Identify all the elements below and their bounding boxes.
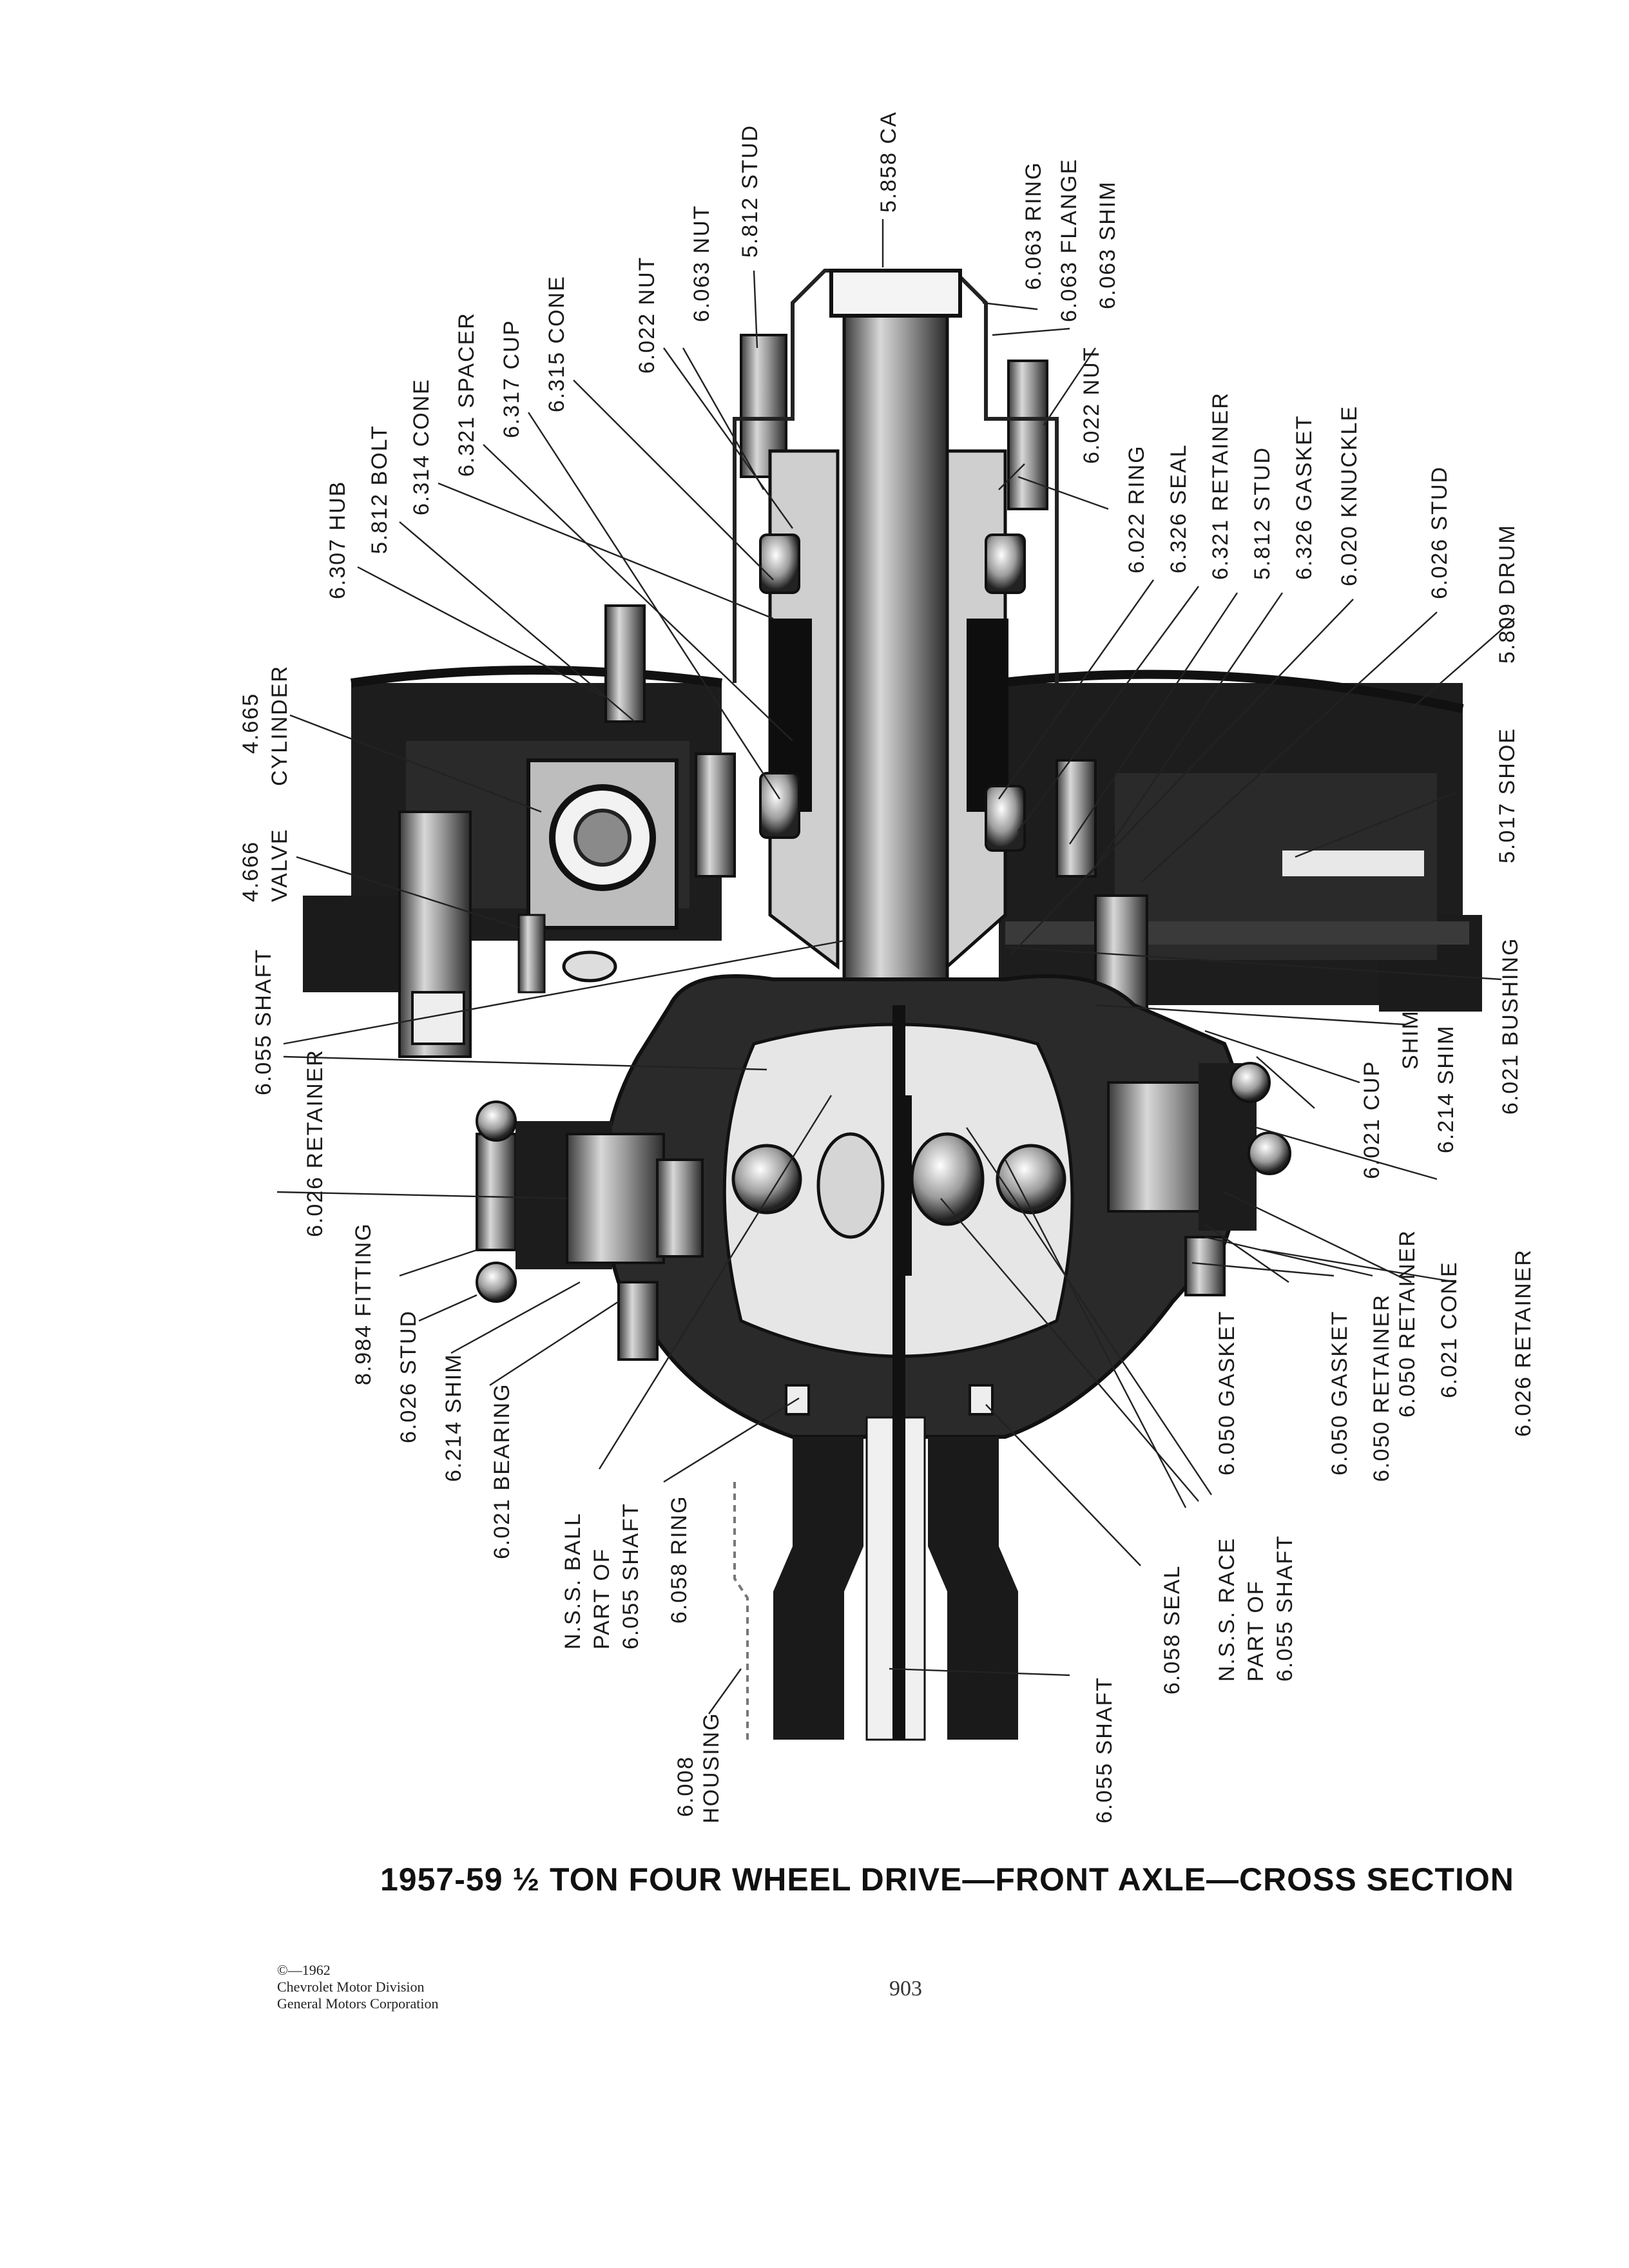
label-seal-6326: 6.326 SEAL	[1166, 444, 1191, 573]
label-cylinder-num: 4.665	[238, 693, 263, 754]
label-retainer-6026-right: 6.026 RETAINER	[1511, 1249, 1536, 1437]
label-housing-num: 6.008	[673, 1756, 698, 1817]
label-shim-6214-left: 6.214 SHIM	[441, 1353, 466, 1482]
label-cup-6021: 6.021 CUP	[1360, 1061, 1384, 1179]
label-gasket-6050-a: 6.050 GASKET	[1215, 1311, 1239, 1475]
label-valve-name: VALVE	[267, 828, 292, 902]
label-shoe: 5.017 SHOE	[1495, 727, 1519, 863]
leader-lines	[276, 219, 1515, 1715]
label-fitting: 8.984 FITTING	[351, 1222, 376, 1385]
label-cone-6314: 6.314 CONE	[409, 378, 434, 515]
copyright-block: ©—1962 Chevrolet Motor Division General …	[277, 1962, 439, 2012]
label-ring-6058: 6.058 RING	[667, 1495, 691, 1624]
label-cone-6315: 6.315 CONE	[545, 275, 569, 412]
label-bushing: 6.021 BUSHING	[1498, 937, 1523, 1115]
label-valve-num: 4.666	[238, 841, 263, 902]
brake-shoe-lining	[1282, 850, 1424, 876]
label-cup-6317: 6.317 CUP	[499, 320, 524, 438]
label-shim-right: SHIM	[1398, 1010, 1423, 1070]
copyright-line-1: ©—1962	[277, 1962, 331, 1978]
label-nut-6063: 6.063 NUT	[689, 205, 714, 322]
pivot-bearings	[476, 1062, 1291, 1361]
label-nut-6022-right: 6.022 NUT	[1079, 347, 1104, 464]
wheel-cylinder	[526, 758, 679, 983]
label-shaft-6055-left: 6.055 SHAFT	[251, 948, 276, 1095]
label-retainer-6026-left: 6.026 RETAINER	[303, 1049, 327, 1237]
label-retainer-6050-b: 6.050 RETAINER	[1369, 1294, 1394, 1482]
label-flange: 6.063 FLANGE	[1057, 158, 1081, 322]
label-ball-line1: N.S.S. BALL	[561, 1512, 585, 1649]
page-number: 903	[889, 1977, 922, 2001]
label-shim-6214-right: 6.214 SHIM	[1434, 1024, 1458, 1153]
label-nut-6022-left: 6.022 NUT	[635, 256, 659, 374]
label-retainer-6321: 6.321 RETAINER	[1208, 392, 1233, 580]
label-ring-6063: 6.063 RING	[1021, 161, 1046, 290]
label-retainer-6050-a: 6.050 RETAINER	[1395, 1229, 1420, 1418]
label-race-line1: N.S.S. RACE	[1215, 1537, 1239, 1682]
label-shim-6063: 6.063 SHIM	[1095, 180, 1120, 309]
label-shaft-6055-bottom: 6.055 SHAFT	[1092, 1677, 1117, 1823]
label-gasket-6050-b: 6.050 GASKET	[1327, 1311, 1352, 1475]
label-cap: 5.858 CA	[876, 111, 901, 213]
label-stud-6026-right: 6.026 STUD	[1427, 466, 1452, 599]
page-title: 1957-59 ½ TON FOUR WHEEL DRIVE—FRONT AXL…	[380, 1861, 1514, 1898]
callout-labels: 6.307 HUB 5.812 BOLT 6.314 CONE 6.321 SP…	[238, 111, 1536, 1823]
label-hub: 6.307 HUB	[325, 481, 350, 599]
label-spacer: 6.321 SPACER	[454, 312, 479, 477]
label-housing-name: HOUSING	[699, 1712, 724, 1823]
label-stud-5812-right: 5.812 STUD	[1250, 447, 1275, 580]
axle-shaft-lower	[773, 1005, 1018, 1741]
label-ring-6022: 6.022 RING	[1124, 445, 1149, 573]
label-cone-6021: 6.021 CONE	[1437, 1261, 1461, 1398]
axle-assembly-drawing	[303, 269, 1482, 1741]
housing-outline	[733, 1482, 749, 1740]
label-bearing: 6.021 BEARING	[490, 1383, 514, 1559]
hub-studs	[604, 334, 1148, 1039]
label-ball-line2: PART OF	[590, 1548, 614, 1649]
label-stud-6026-left: 6.026 STUD	[396, 1310, 421, 1443]
copyright-line-3: General Motors Corporation	[277, 1995, 439, 2012]
label-gasket-6326: 6.326 GASKET	[1292, 415, 1316, 580]
label-drum: 5.809 DRUM	[1495, 524, 1519, 664]
label-race-line2: PART OF	[1244, 1580, 1268, 1682]
label-knuckle: 6.020 KNUCKLE	[1337, 405, 1362, 586]
label-stud-5812-top: 5.812 STUD	[738, 124, 762, 258]
label-ball-line3: 6.055 SHAFT	[619, 1503, 643, 1649]
label-bolt: 5.812 BOLT	[367, 425, 392, 554]
label-cylinder-name: CYLINDER	[267, 665, 292, 786]
spindle-shaft	[842, 307, 949, 1014]
copyright-line-2: Chevrolet Motor Division	[277, 1979, 425, 1995]
label-seal-6058: 6.058 SEAL	[1160, 1565, 1184, 1695]
label-race-line3: 6.055 SHAFT	[1273, 1535, 1297, 1682]
